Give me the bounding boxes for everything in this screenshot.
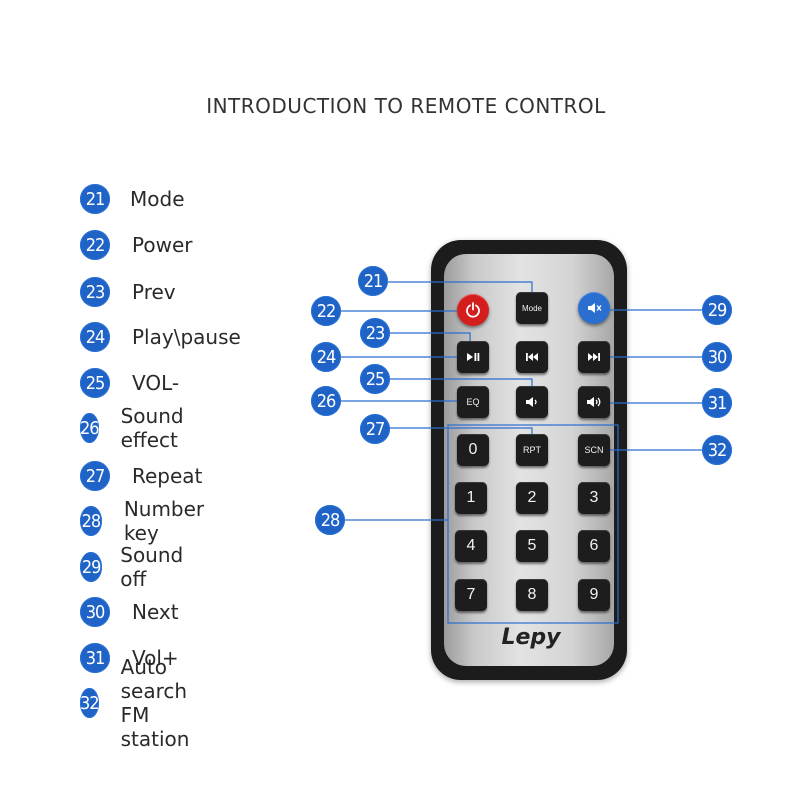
callout-badge-23: 23 (360, 318, 390, 348)
legend-label: Play\pause (132, 325, 241, 349)
legend-badge: 27 (80, 461, 110, 491)
leader-line-23 (390, 332, 471, 341)
digit-8-button[interactable]: 8 (516, 579, 548, 611)
callout-badge-32: 32 (702, 435, 732, 465)
legend-badge: 22 (80, 230, 110, 260)
legend-label: Sound off (120, 543, 184, 591)
legend-label: Auto search FM station (120, 655, 190, 751)
legend-item-sound-off: 29 Sound off (80, 543, 191, 591)
legend-item-next: 30 Next (80, 595, 179, 629)
repeat-button[interactable]: RPT (516, 434, 548, 466)
number-key-frame (447, 424, 619, 624)
legend-badge: 26 (80, 413, 100, 443)
digit-1-button[interactable]: 1 (455, 482, 487, 514)
legend-label: Number key (123, 497, 205, 545)
mode-button[interactable]: Mode (516, 292, 548, 324)
callout-badge-27: 27 (360, 414, 390, 444)
eq-button[interactable]: EQ (457, 386, 489, 418)
digit-5-button[interactable]: 5 (516, 530, 548, 562)
callout-badge-31: 31 (702, 388, 732, 418)
callout-badge-26: 26 (311, 386, 341, 416)
next-track-icon (588, 353, 600, 361)
power-button[interactable] (457, 294, 489, 326)
legend-item-play-pause: 24 Play\pause (80, 320, 241, 354)
sound-off-button[interactable] (578, 292, 610, 324)
brand-logo: Lepy (501, 625, 561, 650)
legend-badge: 25 (80, 368, 110, 398)
digit-9-button[interactable]: 9 (578, 579, 610, 611)
speaker-mute-icon (588, 303, 602, 313)
digit-6-button[interactable]: 6 (578, 530, 610, 562)
leader-line-21 (388, 281, 533, 292)
legend-label: Next (132, 600, 179, 624)
legend-item-sound-effect: 26 Sound effect (80, 404, 195, 452)
legend-badge: 23 (80, 277, 110, 307)
callout-badge-22: 22 (311, 296, 341, 326)
legend-badge: 32 (80, 688, 100, 718)
callout-badge-28: 28 (315, 505, 345, 535)
legend-label: Vol+ (132, 646, 179, 670)
legend-badge: 21 (80, 184, 110, 214)
legend-label: Prev (132, 280, 176, 304)
vol-down-button[interactable] (516, 386, 548, 418)
volume-up-icon (587, 397, 601, 407)
leader-line-25 (390, 378, 533, 386)
legend-item-vol-up: 31 Vol+ (80, 641, 179, 675)
legend-label: Mode (130, 187, 185, 211)
legend-item-vol-down: 25 VOL- (80, 366, 179, 400)
next-button[interactable] (578, 341, 610, 373)
vol-up-button[interactable] (578, 386, 610, 418)
legend-badge: 31 (80, 643, 110, 673)
digit-4-button[interactable]: 4 (455, 530, 487, 562)
legend-label: VOL- (132, 371, 180, 395)
callout-badge-21: 21 (358, 266, 388, 296)
previous-track-icon (526, 353, 538, 361)
page-title: INTRODUCTION TO REMOTE CONTROL (206, 94, 606, 118)
legend-item-mode: 21 Mode (80, 182, 185, 216)
play-pause-button[interactable] (457, 341, 489, 373)
legend-item-prev: 23 Prev (80, 275, 176, 309)
digit-7-button[interactable]: 7 (455, 579, 487, 611)
callout-badge-30: 30 (702, 342, 732, 372)
digit-2-button[interactable]: 2 (516, 482, 548, 514)
legend-item-number-key: 28 Number key (80, 497, 212, 545)
legend-label: Power (132, 233, 193, 257)
leader-line-27 (390, 427, 533, 434)
callout-badge-24: 24 (311, 342, 341, 372)
legend-item-repeat: 27 Repeat (80, 459, 202, 493)
legend-badge: 28 (80, 506, 102, 536)
digit-3-button[interactable]: 3 (578, 482, 610, 514)
legend-badge: 29 (80, 552, 103, 582)
legend-badge: 24 (80, 322, 110, 352)
prev-button[interactable] (516, 341, 548, 373)
legend-badge: 30 (80, 597, 110, 627)
digit-0-button[interactable]: 0 (457, 434, 489, 466)
volume-down-icon (526, 397, 537, 407)
callout-badge-29: 29 (702, 295, 732, 325)
play-pause-icon (467, 353, 480, 361)
legend-item-power: 22 Power (80, 228, 192, 262)
legend-label: Sound effect (120, 404, 184, 452)
callout-badge-25: 25 (360, 364, 390, 394)
scan-button[interactable]: SCN (578, 434, 610, 466)
legend-item-auto-search: 32 Auto search FM station (80, 655, 201, 751)
power-icon (466, 302, 480, 318)
legend-label: Repeat (132, 464, 203, 488)
